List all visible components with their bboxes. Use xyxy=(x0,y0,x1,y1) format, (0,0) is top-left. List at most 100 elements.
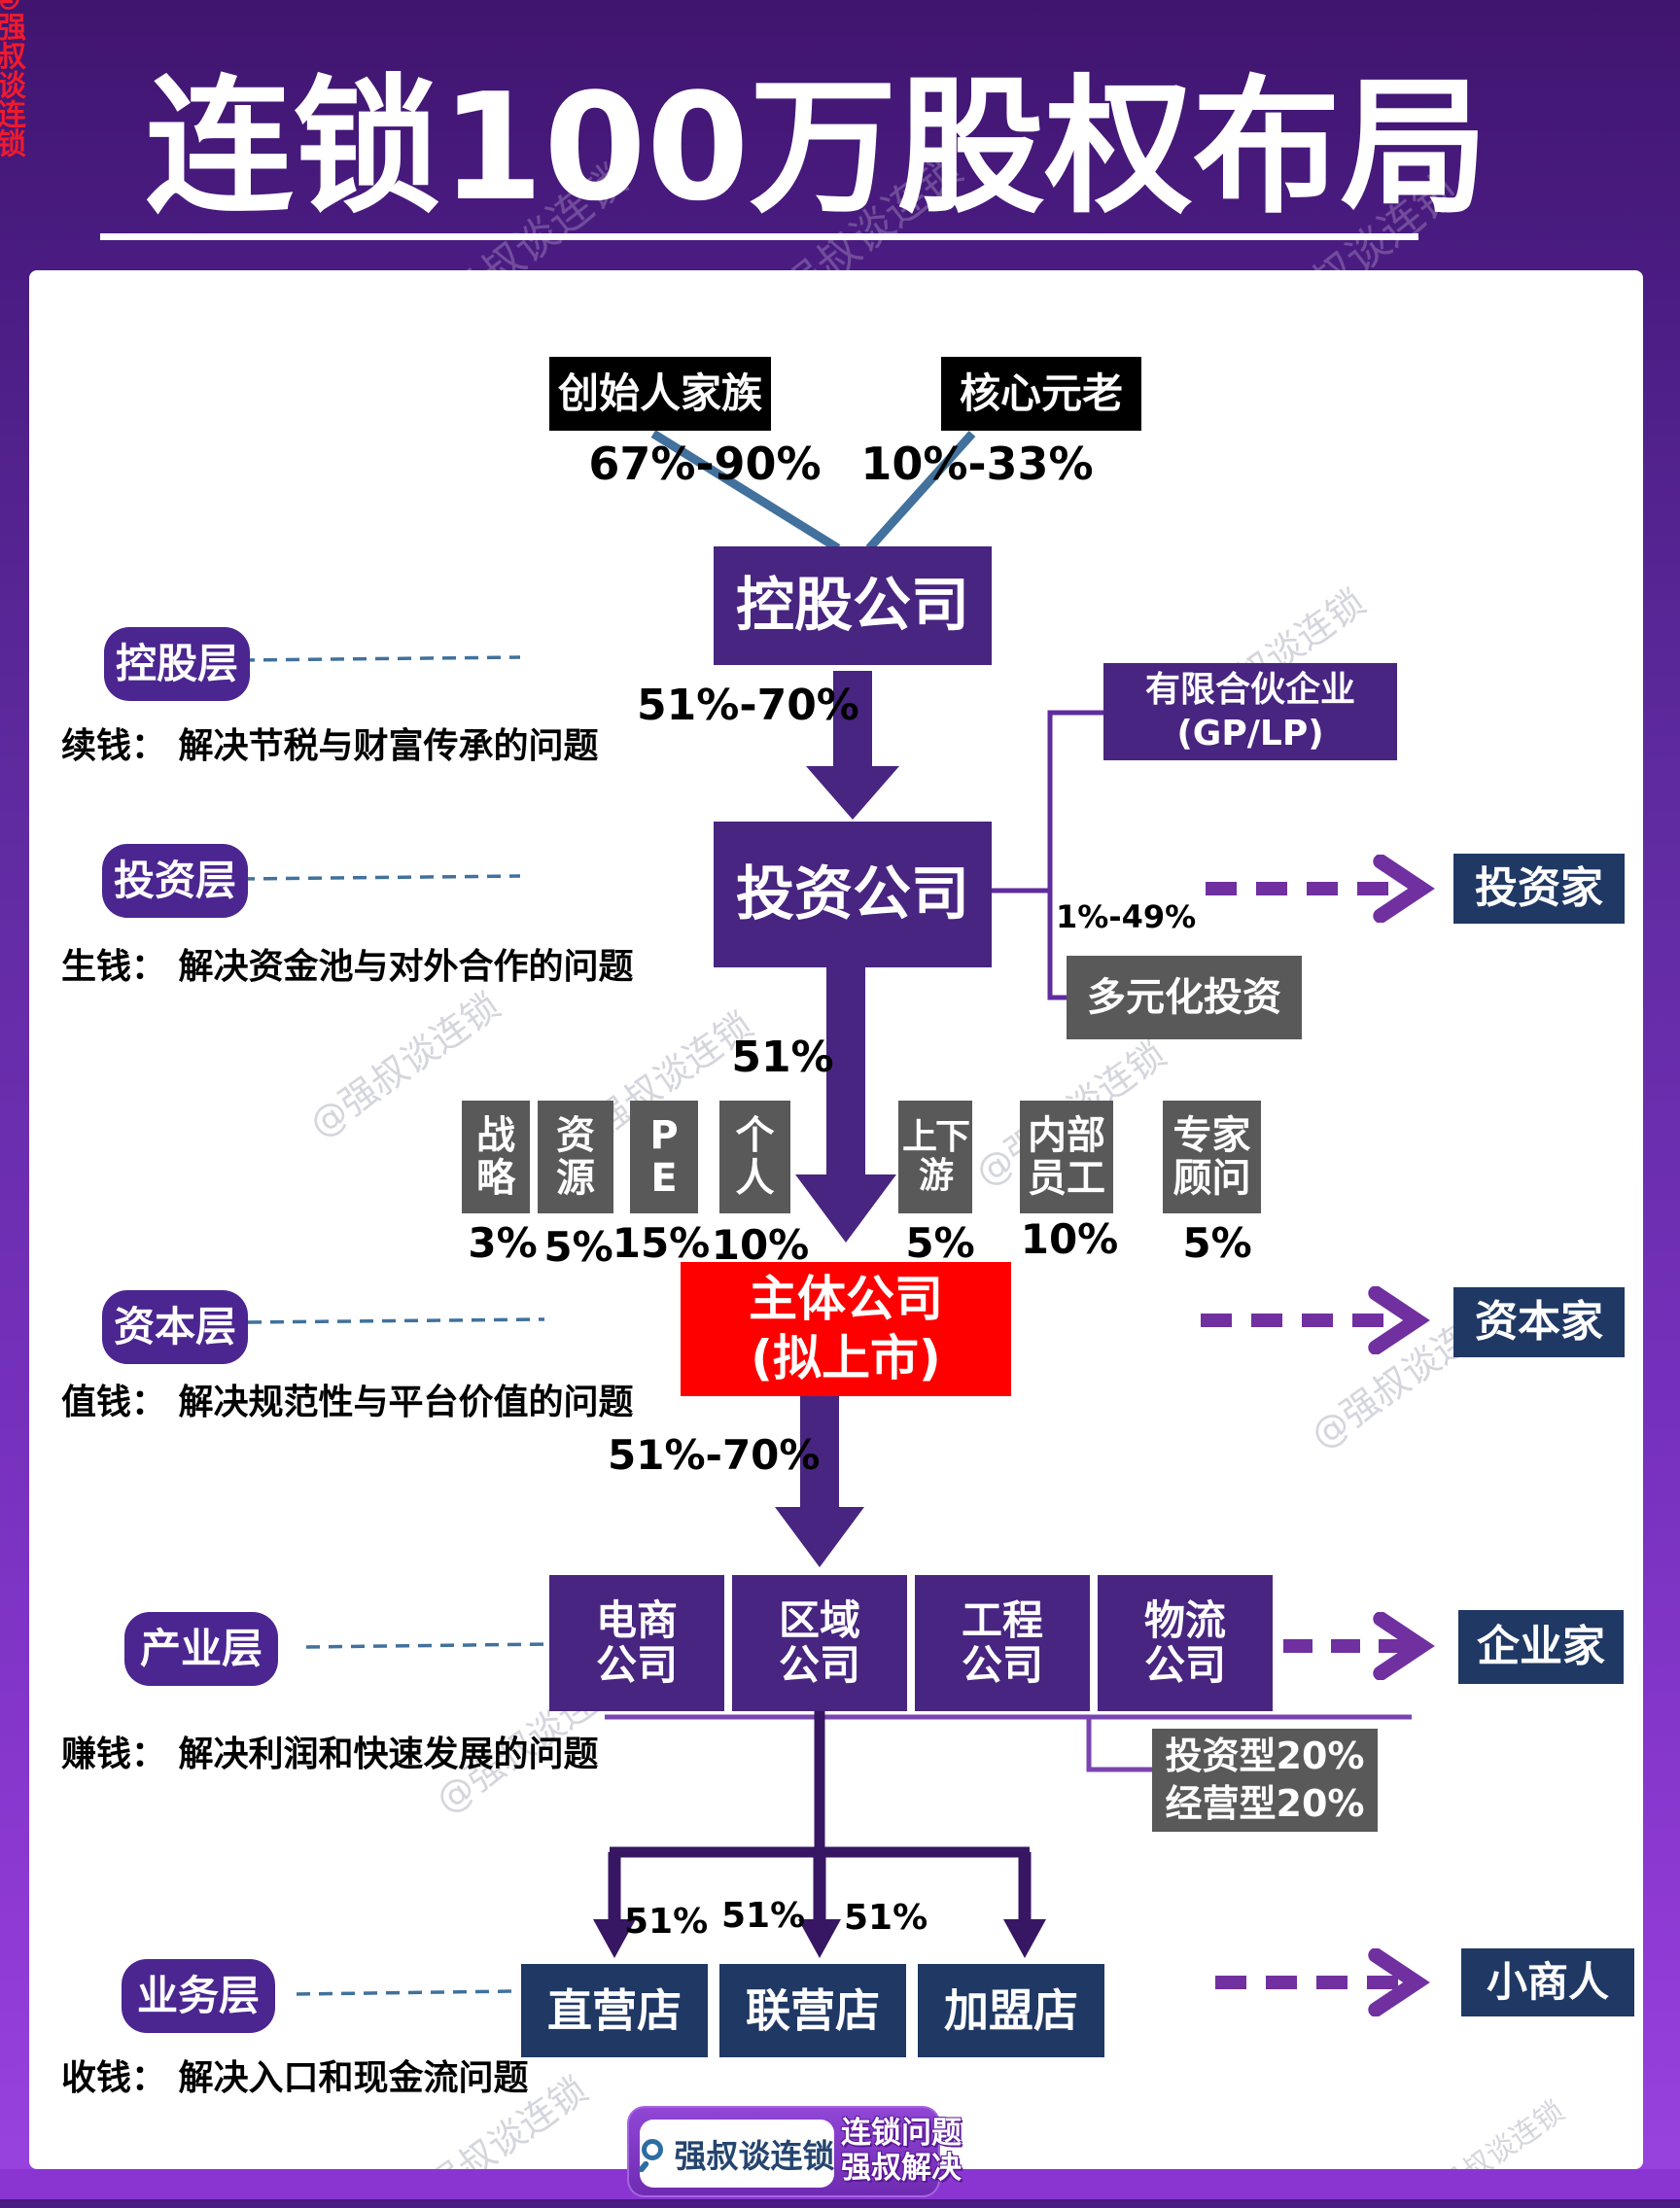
company-line: 电商 xyxy=(595,1595,678,1644)
shareholder-line: 上下 xyxy=(901,1117,970,1158)
layer-desc-holding: 续钱： 解决节税与财富传承的问题 xyxy=(61,726,599,766)
lp-pct: 1%-49% xyxy=(1056,898,1197,935)
arrow-to-direct-store xyxy=(593,1919,636,1958)
shareholder-updownstream-box: 上下 游 xyxy=(898,1101,972,1213)
layer-name: 业务层 xyxy=(136,1971,260,2019)
founder-family-label: 创始人家族 xyxy=(557,368,762,417)
founder-line xyxy=(650,430,841,552)
shareholder-pct: 5% xyxy=(543,1223,613,1271)
layer-pill-capital: 资本层 xyxy=(102,1290,248,1364)
joint-store-box: 联营店 xyxy=(719,1964,906,2057)
lp-line1: 有限合伙企业 xyxy=(1144,670,1355,710)
shareholder-line: 顾问 xyxy=(1172,1156,1251,1201)
connector-to-note xyxy=(1086,1717,1152,1772)
joint-store-label: 联营店 xyxy=(746,1983,880,2037)
shareholder-line: 游 xyxy=(918,1156,954,1196)
store-pct: 51% xyxy=(721,1896,806,1936)
footer-slogan: 连锁问题 强叔解决 xyxy=(841,2116,962,2186)
diversified-invest-box: 多元化投资 xyxy=(1067,956,1302,1039)
holding-company-label: 控股公司 xyxy=(736,572,969,640)
magnifier-icon xyxy=(637,2139,669,2174)
company-line: 公司 xyxy=(595,1641,678,1689)
company-line: 工程 xyxy=(961,1595,1043,1644)
company-ecommerce-box: 电商 公司 xyxy=(549,1575,724,1711)
arrow-holding-to-invest xyxy=(806,671,899,820)
arrow-invest-to-main xyxy=(795,967,896,1243)
connector-to-lp xyxy=(992,710,1103,894)
equity-note-box: 投资型20% 经营型20% xyxy=(1152,1729,1378,1832)
title-underline xyxy=(100,233,1418,240)
invest-company-label: 投资公司 xyxy=(736,860,969,929)
entrepreneur-label: 企业家 xyxy=(1477,1621,1605,1671)
company-line: 公司 xyxy=(961,1641,1043,1689)
shareholder-strategy-box: 战 略 xyxy=(462,1101,530,1213)
elder-pct: 10%-33% xyxy=(860,438,1094,490)
layer-desc-industry: 赚钱： 解决利润和快速发展的问题 xyxy=(61,1735,599,1774)
connector-to-diversify xyxy=(1047,891,1067,1000)
capitalist-box: 资本家 xyxy=(1453,1287,1625,1357)
company-line: 物流 xyxy=(1143,1595,1226,1644)
shareholder-line: 专家 xyxy=(1172,1113,1251,1158)
invest-to-main-pct: 51% xyxy=(731,1033,834,1082)
company-logistics-box: 物流 公司 xyxy=(1098,1575,1273,1711)
store-pct: 51% xyxy=(844,1898,928,1938)
core-elder-box: 核心元老 xyxy=(941,357,1141,431)
founder-family-box: 创始人家族 xyxy=(549,357,771,431)
shareholder-line: 人 xyxy=(735,1156,775,1201)
entrepreneur-box: 企业家 xyxy=(1458,1610,1624,1684)
leader-capital-layer xyxy=(247,1317,545,1324)
page-title: 连锁100万股权布局 xyxy=(145,61,1488,233)
note-line2: 经营型20% xyxy=(1165,1782,1365,1825)
capitalist-label: 资本家 xyxy=(1475,1296,1603,1347)
shareholder-pct: 15% xyxy=(612,1219,711,1267)
merchant-label: 小商人 xyxy=(1486,1957,1609,2006)
diversified-invest-label: 多元化投资 xyxy=(1087,975,1281,1020)
elder-line xyxy=(865,430,976,552)
investor-box: 投资家 xyxy=(1453,854,1625,924)
founder-pct: 67%-90% xyxy=(588,438,822,490)
leader-industry-layer xyxy=(305,1642,550,1649)
company-line: 公司 xyxy=(1143,1641,1226,1689)
shareholder-individual-box: 个 人 xyxy=(719,1101,790,1213)
layer-name: 控股层 xyxy=(115,639,238,687)
shareholder-line: 战 xyxy=(476,1113,515,1158)
shareholder-expert-box: 专家 顾问 xyxy=(1163,1101,1261,1213)
holding-company-box: 控股公司 xyxy=(714,546,992,665)
store-pct: 51% xyxy=(624,1902,709,1942)
shareholder-line: E xyxy=(650,1156,678,1201)
company-line: 区域 xyxy=(778,1595,860,1644)
franchise-store-label: 加盟店 xyxy=(944,1983,1078,2037)
shareholder-resource-box: 资 源 xyxy=(538,1101,613,1213)
lp-line2: (GP/LP) xyxy=(1176,714,1324,754)
shareholder-employee-box: 内部 员工 xyxy=(1020,1101,1113,1213)
shareholder-pct: 10% xyxy=(1020,1215,1119,1263)
franchise-store-box: 加盟店 xyxy=(918,1964,1104,2057)
arrow-main-to-industry xyxy=(775,1396,864,1567)
main-company-line1: 主体公司 xyxy=(749,1271,943,1327)
invest-company-box: 投资公司 xyxy=(714,822,992,967)
shareholder-line: 源 xyxy=(556,1156,595,1201)
core-elder-label: 核心元老 xyxy=(959,368,1123,417)
direct-store-box: 直营店 xyxy=(521,1964,708,2057)
layer-pill-invest: 投资层 xyxy=(102,844,248,918)
brand-name: 强叔谈连锁 xyxy=(674,2137,835,2175)
limited-partnership-box: 有限合伙企业 (GP/LP) xyxy=(1103,663,1397,760)
shareholder-line: 资 xyxy=(556,1113,595,1158)
main-company-box: 主体公司 (拟上市) xyxy=(681,1262,1011,1396)
investor-label: 投资家 xyxy=(1475,862,1603,913)
shareholder-line: 略 xyxy=(476,1156,515,1201)
leader-holding-layer xyxy=(240,655,521,662)
direct-store-label: 直营店 xyxy=(547,1983,682,2037)
holding-to-invest-pct: 51%-70% xyxy=(637,681,859,730)
layer-pill-business: 业务层 xyxy=(122,1959,275,2033)
layer-desc-capital: 值钱： 解决规范性与平台价值的问题 xyxy=(61,1383,634,1422)
leader-business-layer xyxy=(296,1989,514,1996)
arrow-to-joint-store xyxy=(798,1919,841,1958)
leader-invest-layer xyxy=(240,874,521,881)
shareholder-pct: 3% xyxy=(468,1219,538,1267)
merchant-box: 小商人 xyxy=(1461,1948,1634,2016)
shareholder-pct: 5% xyxy=(905,1219,975,1267)
watermark: @强叔谈连锁 xyxy=(0,0,25,158)
